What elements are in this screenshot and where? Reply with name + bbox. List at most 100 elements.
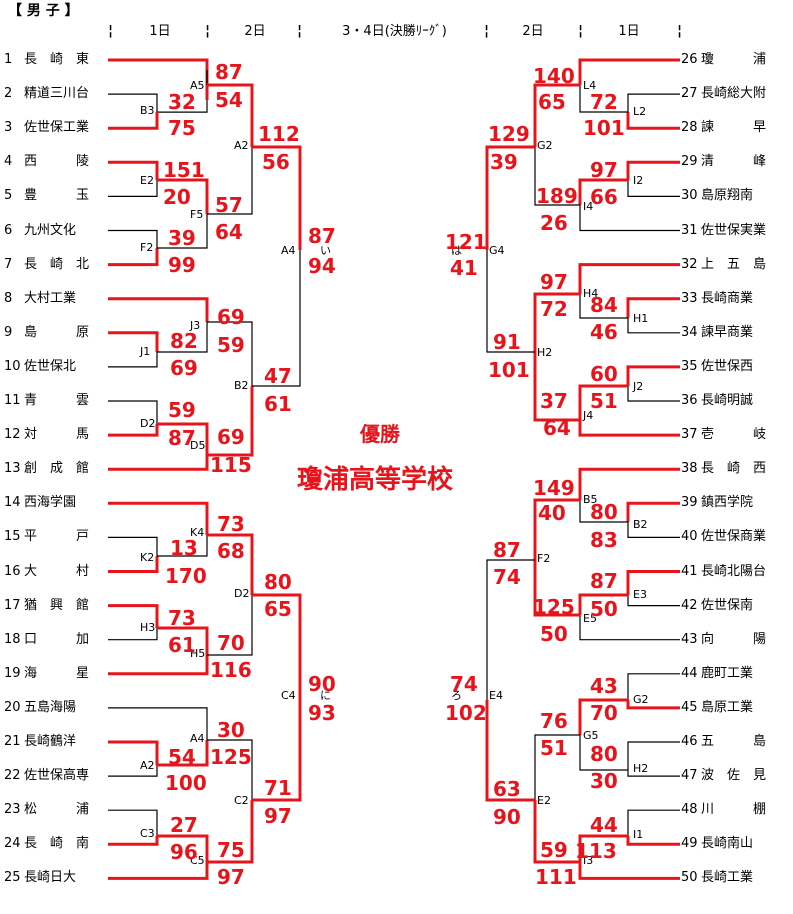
team-name: 長崎明誠 (701, 393, 754, 408)
match-code: E2 (537, 794, 551, 807)
match-code: B5 (583, 493, 598, 506)
team-name: 佐世保商業 (701, 529, 767, 545)
bracket-line (627, 180, 680, 197)
match-code: A5 (190, 79, 205, 92)
bracket-line (627, 809, 680, 836)
score: 87 (168, 426, 196, 450)
team-name: 島 原 (24, 324, 90, 340)
team-name: 長崎鶴洋 (24, 734, 77, 749)
score: 75 (217, 838, 245, 862)
winner-path (533, 800, 580, 864)
bracket-line (579, 615, 680, 641)
score: 56 (262, 150, 290, 174)
bracket-line (207, 595, 253, 656)
team-number: 11 (4, 393, 21, 408)
score: 101 (583, 116, 625, 140)
bracket-line (108, 628, 158, 641)
winner-path (252, 145, 302, 250)
team-name: 長崎総大附 (701, 86, 767, 102)
score: 57 (215, 193, 243, 217)
score: 80 (590, 742, 618, 766)
team-number: 48 (681, 802, 698, 818)
score: 43 (590, 674, 618, 698)
match-code: K2 (140, 551, 155, 564)
match-code: H2 (633, 762, 649, 775)
team-number: 25 (4, 870, 21, 886)
winner-path (108, 501, 209, 535)
bracket-line (627, 770, 680, 777)
match-code: E3 (633, 588, 647, 601)
score: 87 (590, 569, 618, 593)
score: 51 (590, 389, 618, 413)
team-number: 7 (4, 256, 13, 272)
team-number: 23 (4, 802, 21, 818)
bracket-line (486, 559, 535, 700)
team-number: 21 (4, 734, 21, 749)
score: 99 (168, 253, 196, 277)
champion-school: 瓊浦高等学校 (297, 465, 454, 495)
score: 70 (217, 631, 245, 655)
winner-path (207, 533, 254, 595)
team-number: 47 (681, 768, 698, 784)
team-name: 佐世保西 (701, 358, 754, 374)
team-number: 13 (4, 461, 21, 477)
score: 100 (165, 771, 207, 795)
score: 44 (590, 813, 618, 837)
winner-path (578, 420, 680, 437)
match-code: G4 (489, 244, 505, 257)
team-name: 向 陽 (701, 631, 767, 647)
team-name: 長崎日大 (24, 870, 77, 886)
score: 41 (450, 256, 478, 280)
team-name: 大村工業 (24, 290, 77, 306)
final-league-mark: ろ (451, 689, 462, 702)
bracket-line (579, 205, 680, 232)
team-number: 34 (681, 324, 698, 340)
match-code: G5 (583, 729, 599, 742)
column-header-day2-right: 2日 (522, 24, 544, 39)
score: 140 (533, 64, 575, 88)
score: 68 (217, 539, 245, 563)
bracket-line (108, 765, 158, 777)
team-name: 口 加 (24, 631, 90, 647)
team-number: 50 (681, 870, 698, 886)
score: 73 (168, 606, 196, 630)
match-code: A2 (140, 759, 155, 772)
column-header-final-league: 3・4日(決勝ﾘｰｸﾞ) (342, 24, 447, 39)
winner-path (533, 352, 580, 422)
team-name: 長崎商業 (701, 290, 754, 306)
team-name: 青 雲 (24, 393, 90, 408)
team-name: 鎮西学院 (701, 495, 754, 511)
winner-path (578, 58, 680, 85)
score: 80 (590, 500, 618, 524)
winner-path (157, 178, 209, 214)
team-number: 2 (4, 86, 13, 102)
team-number: 15 (4, 529, 21, 545)
match-code: F2 (140, 241, 154, 254)
bracket-line (108, 352, 158, 368)
winner-path (207, 83, 254, 147)
score: 93 (308, 701, 336, 725)
score: 112 (258, 122, 300, 146)
team-number: 5 (4, 188, 13, 204)
score: 87 (308, 224, 336, 248)
score: 61 (168, 633, 196, 657)
score: 66 (590, 185, 618, 209)
score: 82 (170, 329, 198, 353)
score: 97 (540, 270, 568, 294)
team-number: 32 (681, 256, 698, 272)
bracket-title: 【 男 子 】 (8, 3, 79, 19)
